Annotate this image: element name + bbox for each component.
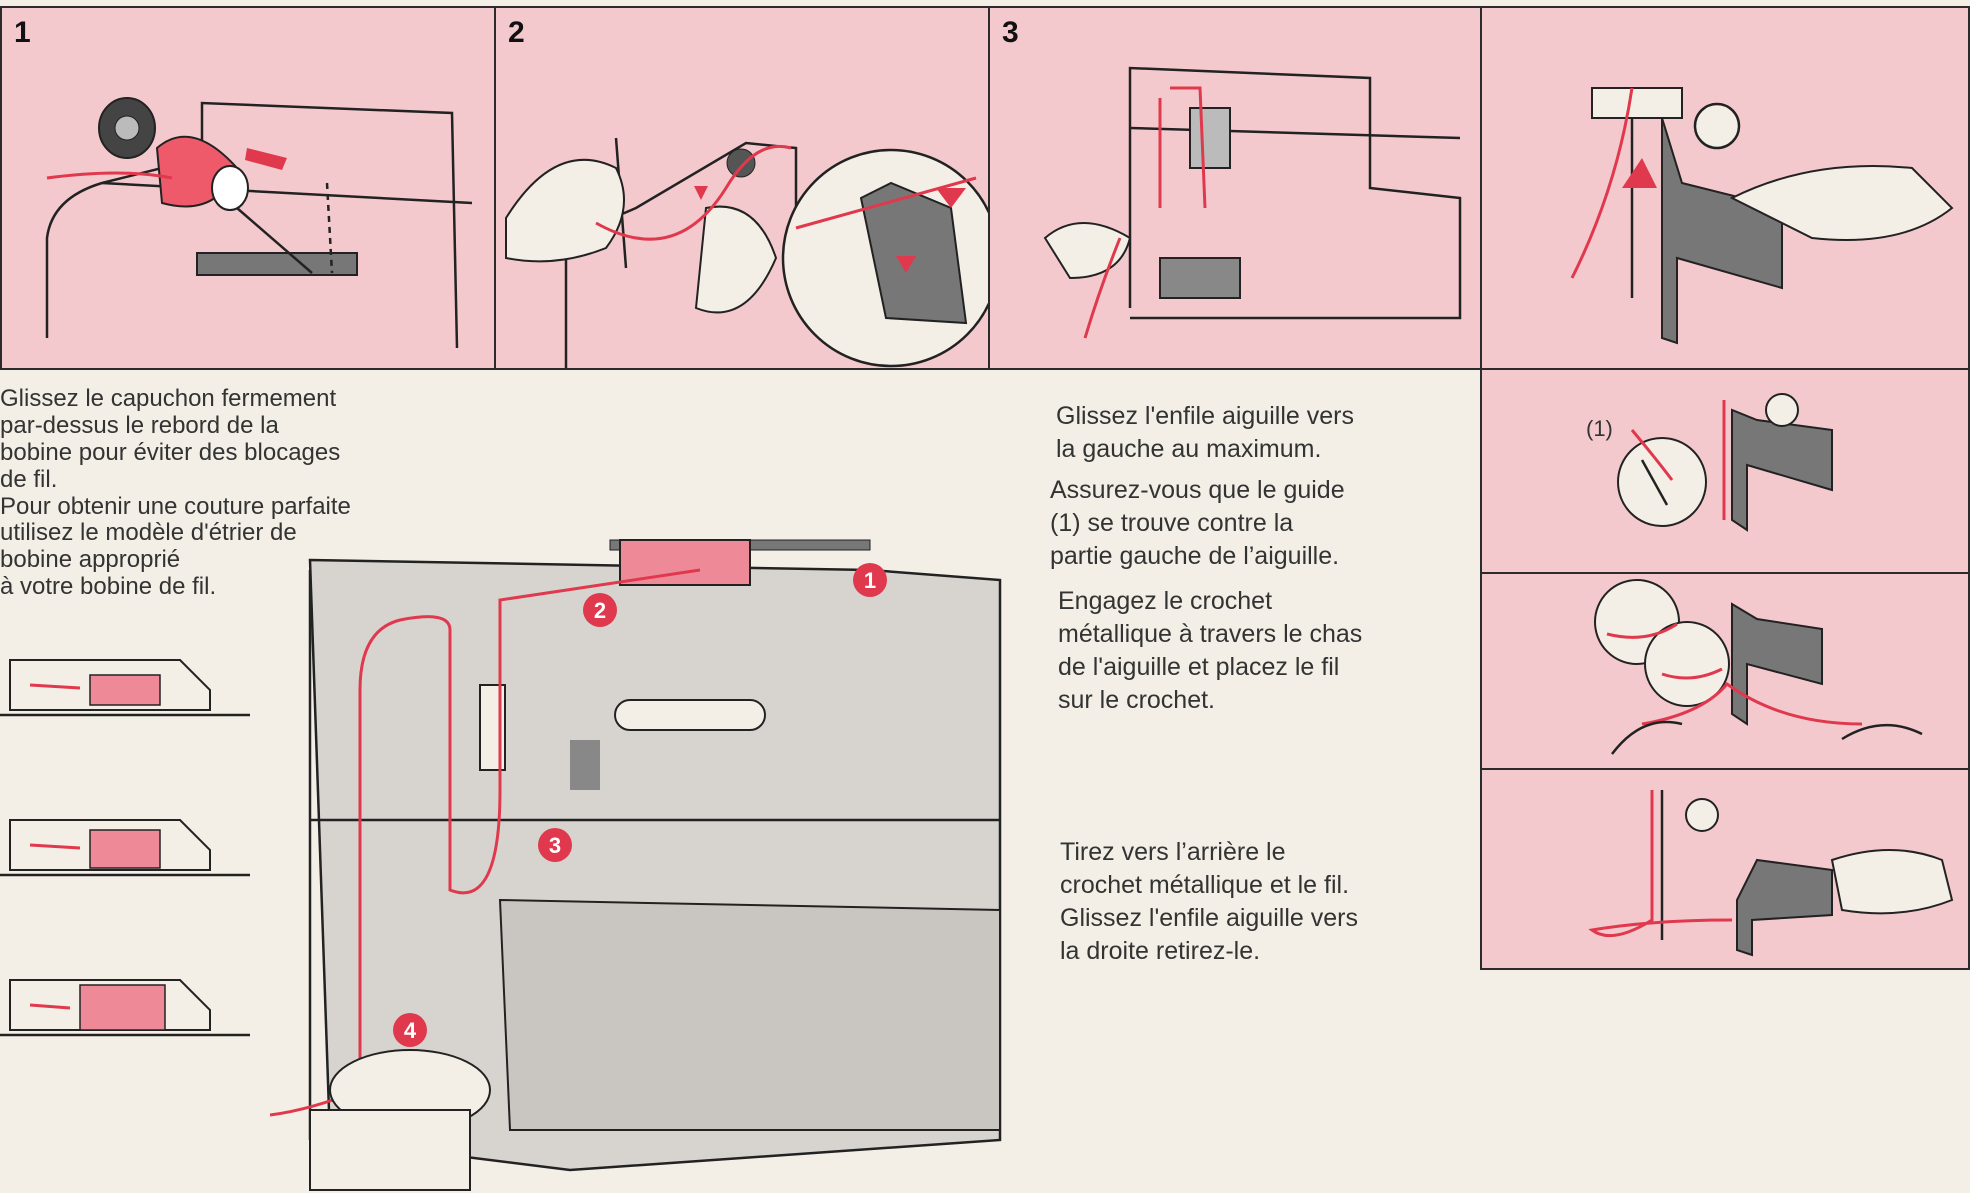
instruction-line: la gauche au maximum. — [1056, 435, 1322, 463]
instruction-line: par-dessus le rebord de la — [0, 411, 279, 439]
instruction-line: de fil. — [0, 465, 58, 493]
panel-step-2: 2 — [494, 6, 990, 370]
spool-cap-instructions: Glissez le capuchon fermement par-dessus… — [0, 385, 351, 601]
instruction-line: Tirez vers l’arrière le — [1060, 838, 1286, 866]
guide-position-illustration — [1617, 393, 1833, 532]
bobbin-winder-illustration — [505, 137, 988, 368]
instruction-line: de l'aiguille et placez le fil — [1058, 653, 1340, 681]
instruction-line: utilisez le modèle d'étrier de — [0, 519, 297, 547]
instruction-line: Glissez le capuchon fermement — [0, 385, 337, 412]
spool-cap-variants — [0, 659, 250, 1037]
thread-step-2: 2 — [594, 598, 606, 623]
instruction-line: Glissez l'enfile aiguille vers — [1060, 904, 1358, 932]
thread-step-3: 3 — [549, 833, 561, 858]
machine-threading-illustration — [1043, 66, 1462, 339]
step-number: 1 — [14, 16, 31, 49]
instruction-line: Engagez le crochet — [1058, 587, 1273, 615]
guide-label: (1) — [1586, 416, 1613, 441]
panel-step-4 — [1480, 6, 1970, 370]
instruction-line: crochet métallique et le fil. — [1060, 871, 1350, 899]
instruction-line: à votre bobine de fil. — [0, 573, 217, 601]
panel-step-1: 1 — [0, 6, 496, 370]
panel-step-3: 3 — [988, 6, 1484, 370]
instruction-line: métallique à travers le chas — [1058, 620, 1363, 648]
step-number: 2 — [508, 16, 525, 49]
thread-step-4: 4 — [404, 1018, 417, 1043]
thread-step-1: 1 — [864, 568, 876, 593]
instruction-line: sur le crochet. — [1058, 686, 1216, 714]
panel-step-6 — [1480, 572, 1970, 770]
sewing-machine-threading-diagram: 1 2 3 4 — [270, 539, 1002, 1191]
bobbin-cap-illustration — [45, 97, 473, 349]
step-number: 3 — [1002, 16, 1019, 49]
instruction-line: bobine approprié — [0, 546, 181, 574]
threader-instructions-1: Glissez l'enfile aiguille vers la gauche… — [1056, 400, 1354, 466]
instruction-line: (1) se trouve contre la — [1050, 509, 1294, 537]
instruction-line: bobine pour éviter des blocages — [0, 438, 341, 466]
thread-pull-illustration — [1588, 790, 1954, 957]
hook-engage-illustration — [1594, 579, 1923, 755]
threader-instructions-2: Assurez-vous que le guide (1) se trouve … — [1050, 474, 1345, 573]
panel-step-5: (1) — [1480, 368, 1970, 574]
instruction-line: partie gauche de l’aiguille. — [1050, 542, 1340, 570]
instruction-line: Assurez-vous que le guide — [1050, 476, 1345, 504]
threader-instructions-4: Tirez vers l’arrière le crochet métalliq… — [1060, 836, 1358, 968]
threader-instructions-3: Engagez le crochet métallique à travers … — [1058, 585, 1362, 717]
instruction-line: Glissez l'enfile aiguille vers — [1056, 402, 1354, 430]
instruction-line: Pour obtenir une couture parfaite — [0, 492, 351, 520]
instruction-line: la droite retirez-le. — [1060, 937, 1261, 965]
needle-threader-illustration — [1570, 87, 1954, 345]
panel-step-7 — [1480, 768, 1970, 970]
